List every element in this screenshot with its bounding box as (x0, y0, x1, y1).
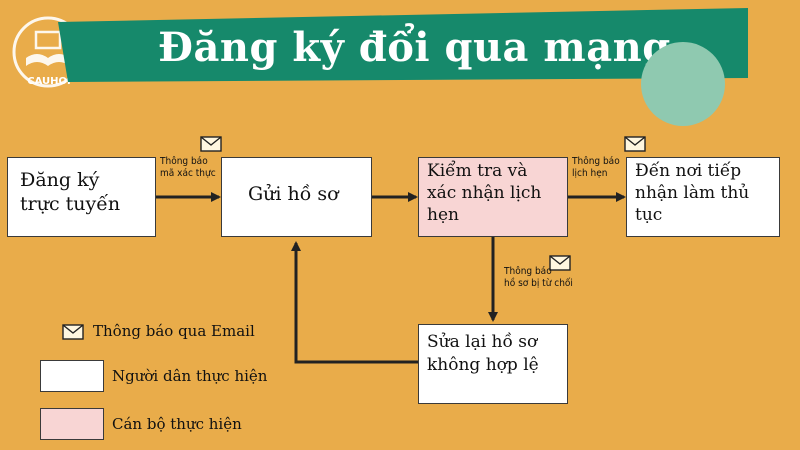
arrow-fix-to-submit (291, 241, 418, 364)
note-appointment: Thông báo lịch hẹn (572, 156, 620, 179)
decorative-circle (641, 42, 725, 126)
legend-citizen-swatch (40, 360, 104, 392)
note-verification-code: Thông báo mã xác thực (160, 156, 216, 179)
legend-officer-label: Cán bộ thực hiện (112, 415, 242, 433)
page-title: Đăng ký đổi qua mạng (158, 24, 671, 71)
step-check-box: Kiểm tra và xác nhận lịch hẹn (418, 157, 568, 237)
legend-officer-swatch (40, 408, 104, 440)
envelope-icon (624, 136, 646, 152)
step-go-box: Đến nơi tiếp nhận làm thủ tục (626, 157, 780, 237)
envelope-icon (549, 255, 571, 271)
step-submit-box: Gửi hồ sơ (221, 157, 372, 237)
legend-citizen-label: Người dân thực hiện (112, 367, 268, 385)
envelope-icon (200, 136, 222, 152)
logo-text: CAUHOI (27, 76, 71, 87)
step-fix-box: Sửa lại hồ sơ không hợp lệ (418, 324, 568, 404)
note-rejected: Thông báo hồ sơ bị từ chối (504, 266, 573, 289)
envelope-icon (62, 324, 84, 340)
title-banner: Đăng ký đổi qua mạng (58, 8, 748, 82)
legend-email-label: Thông báo qua Email (93, 322, 255, 340)
step-register-box: Đăng ký trực tuyến (7, 157, 156, 237)
